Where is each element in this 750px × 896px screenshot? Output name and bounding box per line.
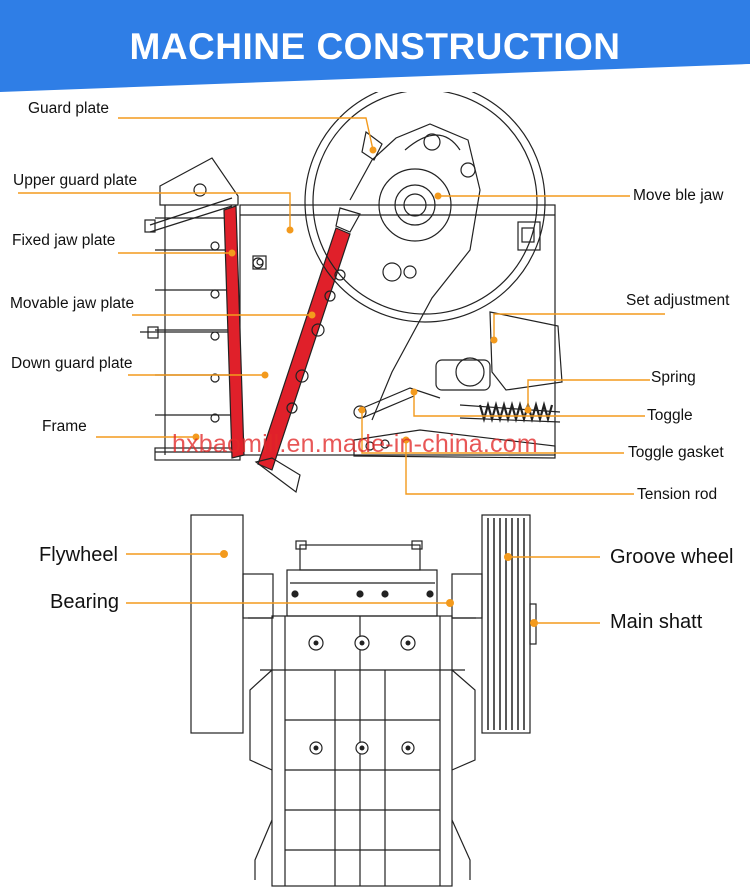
- label-frame: Frame: [42, 418, 87, 435]
- label-movable-jaw: Move ble jaw: [633, 187, 724, 204]
- toggle-gasket: [353, 429, 556, 459]
- label-flywheel: Flywheel: [39, 544, 118, 566]
- label-fixed-jaw-plate: Fixed jaw plate: [12, 232, 116, 249]
- label-main-shaft: Main shatt: [610, 611, 703, 633]
- guard-plate: [361, 130, 383, 161]
- jaw-lip: [254, 457, 301, 494]
- diagram-area: Guard plate Upper guard plate Fixed jaw …: [0, 81, 750, 891]
- set-adjustment-unit: [489, 311, 563, 391]
- flywheel: [190, 514, 244, 734]
- label-toggle: Toggle: [647, 407, 693, 424]
- movable-jaw-plate: [257, 227, 351, 471]
- label-upper-guard-plate: Upper guard plate: [13, 172, 138, 189]
- label-spring: Spring: [651, 369, 696, 386]
- label-guard-plate: Guard plate: [28, 100, 109, 117]
- side-view: [140, 81, 563, 494]
- front-frame: [271, 615, 453, 887]
- movable-jaw-body: [349, 123, 481, 421]
- crusher-diagram: [18, 81, 665, 887]
- label-tension-rod: Tension rod: [637, 486, 718, 503]
- front-view: [190, 514, 537, 887]
- watermark: hxbaomill.en.made-in-china.com: [172, 430, 538, 458]
- movable-jaw-top: [335, 207, 361, 233]
- spring: [459, 400, 561, 424]
- toggle: [357, 387, 441, 411]
- label-bearing: Bearing: [50, 591, 119, 613]
- label-set-adjustment: Set adjustment: [626, 292, 730, 309]
- label-toggle-gasket: Toggle gasket: [628, 444, 724, 461]
- title-banner: MACHINE CONSTRUCTION: [0, 0, 750, 92]
- page-title: MACHINE CONSTRUCTION: [129, 26, 621, 67]
- leader-dots: [192, 146, 538, 627]
- label-down-guard-plate: Down guard plate: [11, 355, 133, 372]
- label-movable-jaw-plate: Movable jaw plate: [10, 295, 135, 312]
- label-groove-wheel: Groove wheel: [610, 546, 734, 568]
- banner-background: [0, 0, 750, 92]
- leader-lines: [18, 117, 665, 624]
- upper-guard: [159, 157, 239, 206]
